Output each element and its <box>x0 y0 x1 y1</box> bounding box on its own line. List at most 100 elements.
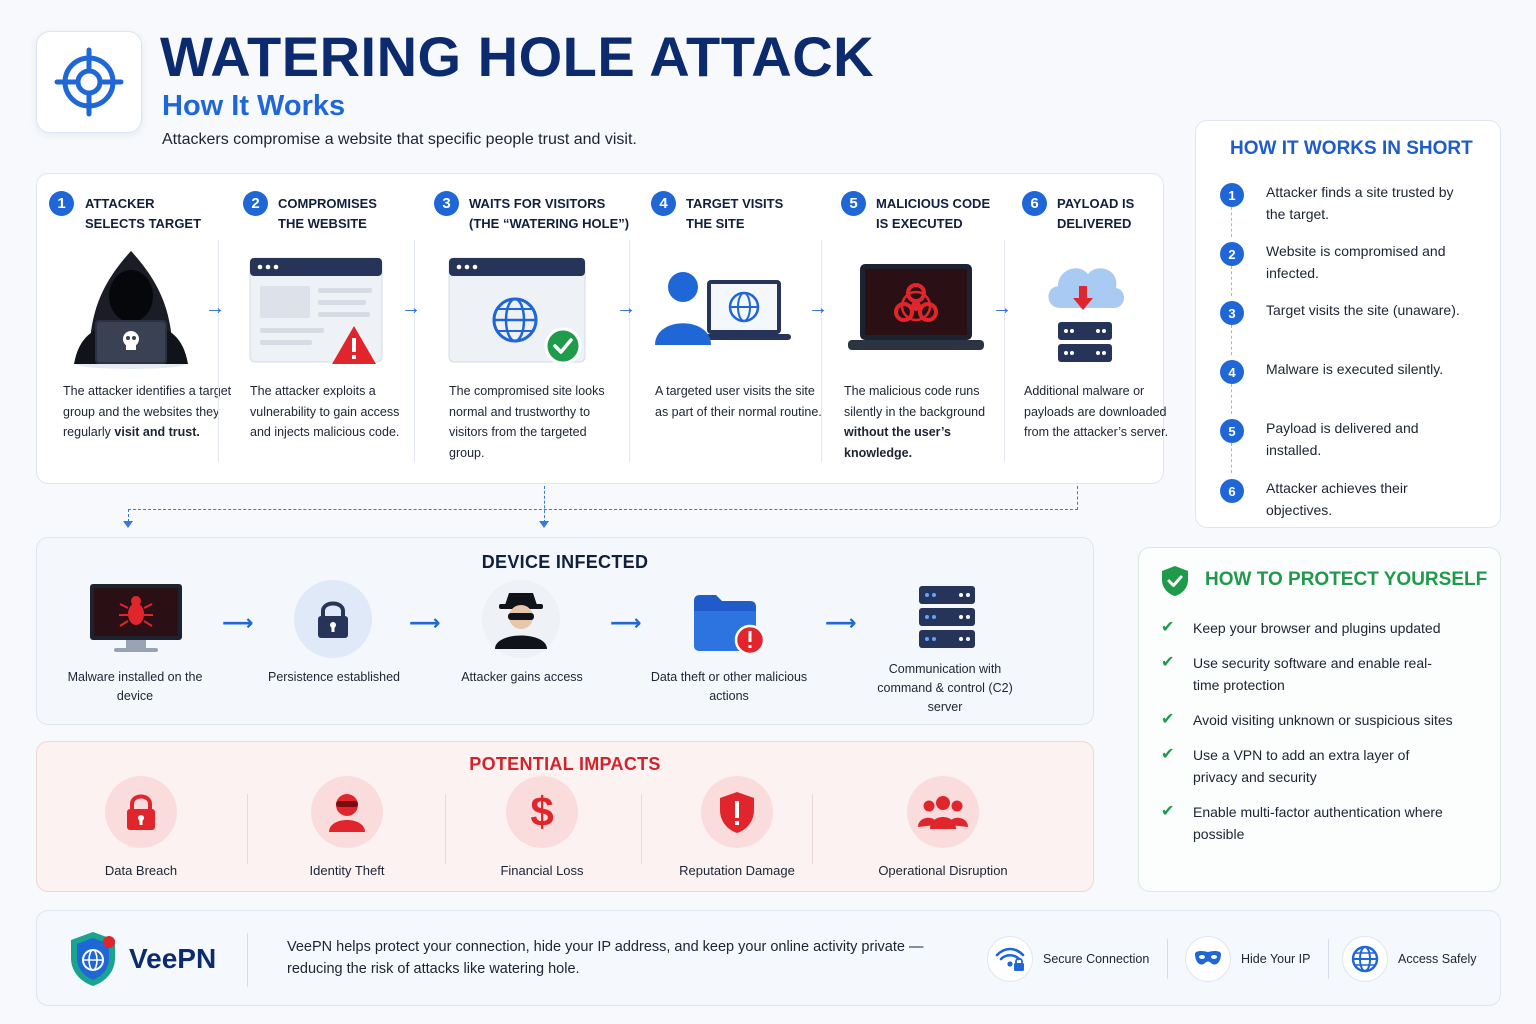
divider <box>414 240 415 462</box>
impact-item: Operational Disruption <box>863 776 1023 878</box>
cloud-download-icon <box>1048 268 1125 362</box>
step-number: 3 <box>434 191 459 216</box>
biohazard-laptop-icon <box>848 264 984 350</box>
dashed-connector <box>128 509 129 527</box>
protect-yourself-panel: HOW TO PROTECT YOURSELF ✔ Keep your brow… <box>1138 547 1501 892</box>
page-title: WATERING HOLE ATTACK <box>160 25 875 88</box>
veepn-description: VeePN helps protect your connection, hid… <box>287 939 924 977</box>
short-item-number: 6 <box>1220 479 1244 503</box>
shield-alert-icon <box>701 776 773 848</box>
check-icon: ✔ <box>1161 803 1175 820</box>
protect-item-text: Use a VPN to add an extra layer of priva… <box>1193 747 1410 785</box>
step-description: The attacker identifies a target group a… <box>63 384 232 439</box>
arrow-down-icon <box>123 521 133 528</box>
dashed-connector <box>128 509 1078 510</box>
device-item-label: Communication with command & control (C2… <box>877 662 1013 714</box>
hooded-hacker-icon <box>74 251 188 369</box>
step-description: The attacker exploits a vulnerability to… <box>250 384 400 439</box>
divider <box>821 240 822 462</box>
short-item-text: Target visits the site (unaware). <box>1266 302 1460 318</box>
device-infected-panel: DEVICE INFECTED Malware installed on the… <box>36 537 1094 725</box>
compromised-website-icon <box>249 257 383 364</box>
step-number: 6 <box>1022 191 1047 216</box>
how-it-works-short-panel: HOW IT WORKS IN SHORT 1 Attacker finds a… <box>1195 120 1501 528</box>
veepn-brand: VeePN <box>129 943 217 974</box>
masked-person-icon <box>311 776 383 848</box>
arrow-right-icon: ⟶ <box>409 610 441 635</box>
shield-check-icon <box>1162 566 1188 596</box>
protect-item-text: Enable multi-factor authentication where… <box>1193 804 1443 842</box>
user-with-laptop-icon <box>655 272 791 345</box>
wifi-lock-icon <box>987 936 1033 982</box>
impact-label: Reputation Damage <box>679 863 795 878</box>
short-item-number: 4 <box>1220 360 1244 384</box>
step-description: The compromised site looks normal and tr… <box>449 384 605 460</box>
crosshair-icon <box>54 47 124 117</box>
lock-icon <box>105 776 177 848</box>
divider <box>1167 939 1168 979</box>
lock-icon <box>294 580 372 658</box>
step-number: 5 <box>841 191 866 216</box>
divider <box>445 794 446 864</box>
short-item-text: Attacker achieves their objectives. <box>1266 480 1408 518</box>
impact-item: Identity Theft <box>267 776 427 878</box>
dashed-connector <box>1231 207 1232 237</box>
check-icon: ✔ <box>1161 746 1175 763</box>
veepn-shield-logo <box>71 932 115 986</box>
step-title: WAITS FOR VISITORS(THE “WATERING HOLE”) <box>469 196 630 231</box>
globe-icon <box>1342 936 1388 982</box>
short-item-number: 5 <box>1220 419 1244 443</box>
device-item-label: Persistence established <box>267 670 401 684</box>
short-item-number: 3 <box>1220 301 1244 325</box>
target-logo <box>36 31 142 133</box>
step-number: 4 <box>651 191 676 216</box>
step-number: 2 <box>243 191 268 216</box>
dashed-connector <box>1231 266 1232 296</box>
short-item-text: Attacker finds a site trusted by the tar… <box>1266 184 1454 222</box>
short-item-text: Payload is delivered and installed. <box>1266 420 1419 458</box>
divider <box>812 794 813 864</box>
protect-item-text: Use security software and enable real-ti… <box>1193 655 1432 693</box>
trusted-website-icon <box>448 257 586 365</box>
dashed-connector <box>1231 443 1232 473</box>
dashed-connector <box>544 486 545 523</box>
impact-label: Identity Theft <box>309 863 385 878</box>
impacts-title: POTENTIAL IMPACTS <box>469 754 661 774</box>
check-icon: ✔ <box>1161 654 1175 671</box>
divider <box>247 794 248 864</box>
impact-item: $ Financial Loss <box>462 776 622 878</box>
impact-label: Operational Disruption <box>878 863 1008 878</box>
step-description: The malicious code runs silently in the … <box>844 384 986 460</box>
arrow-right-icon: → <box>808 297 828 319</box>
badge-label: Access Safely <box>1398 952 1477 966</box>
badge-label: Hide Your IP <box>1241 952 1311 966</box>
potential-impacts-panel: POTENTIAL IMPACTS Data Breach Identity T… <box>36 741 1094 892</box>
device-item-label: Malware installed on the device <box>67 670 203 703</box>
check-icon: ✔ <box>1161 711 1175 728</box>
impact-label: Financial Loss <box>500 863 584 878</box>
mask-icon <box>1185 936 1231 982</box>
divider <box>641 794 642 864</box>
arrow-right-icon: ⟶ <box>825 610 857 635</box>
people-icon <box>907 776 979 848</box>
page-subtitle: How It Works <box>162 90 346 122</box>
infected-monitor-icon <box>90 584 182 652</box>
device-item-label: Attacker gains access <box>461 670 583 684</box>
dashed-connector <box>1231 384 1232 414</box>
dashed-connector <box>1231 325 1232 355</box>
short-item-text: Malware is executed silently. <box>1266 361 1444 377</box>
arrow-right-icon: → <box>616 297 636 319</box>
impact-item: Data Breach <box>61 776 221 878</box>
impact-label: Data Breach <box>104 863 178 878</box>
arrow-right-icon: → <box>401 297 421 319</box>
arrow-right-icon: ⟶ <box>222 610 254 635</box>
